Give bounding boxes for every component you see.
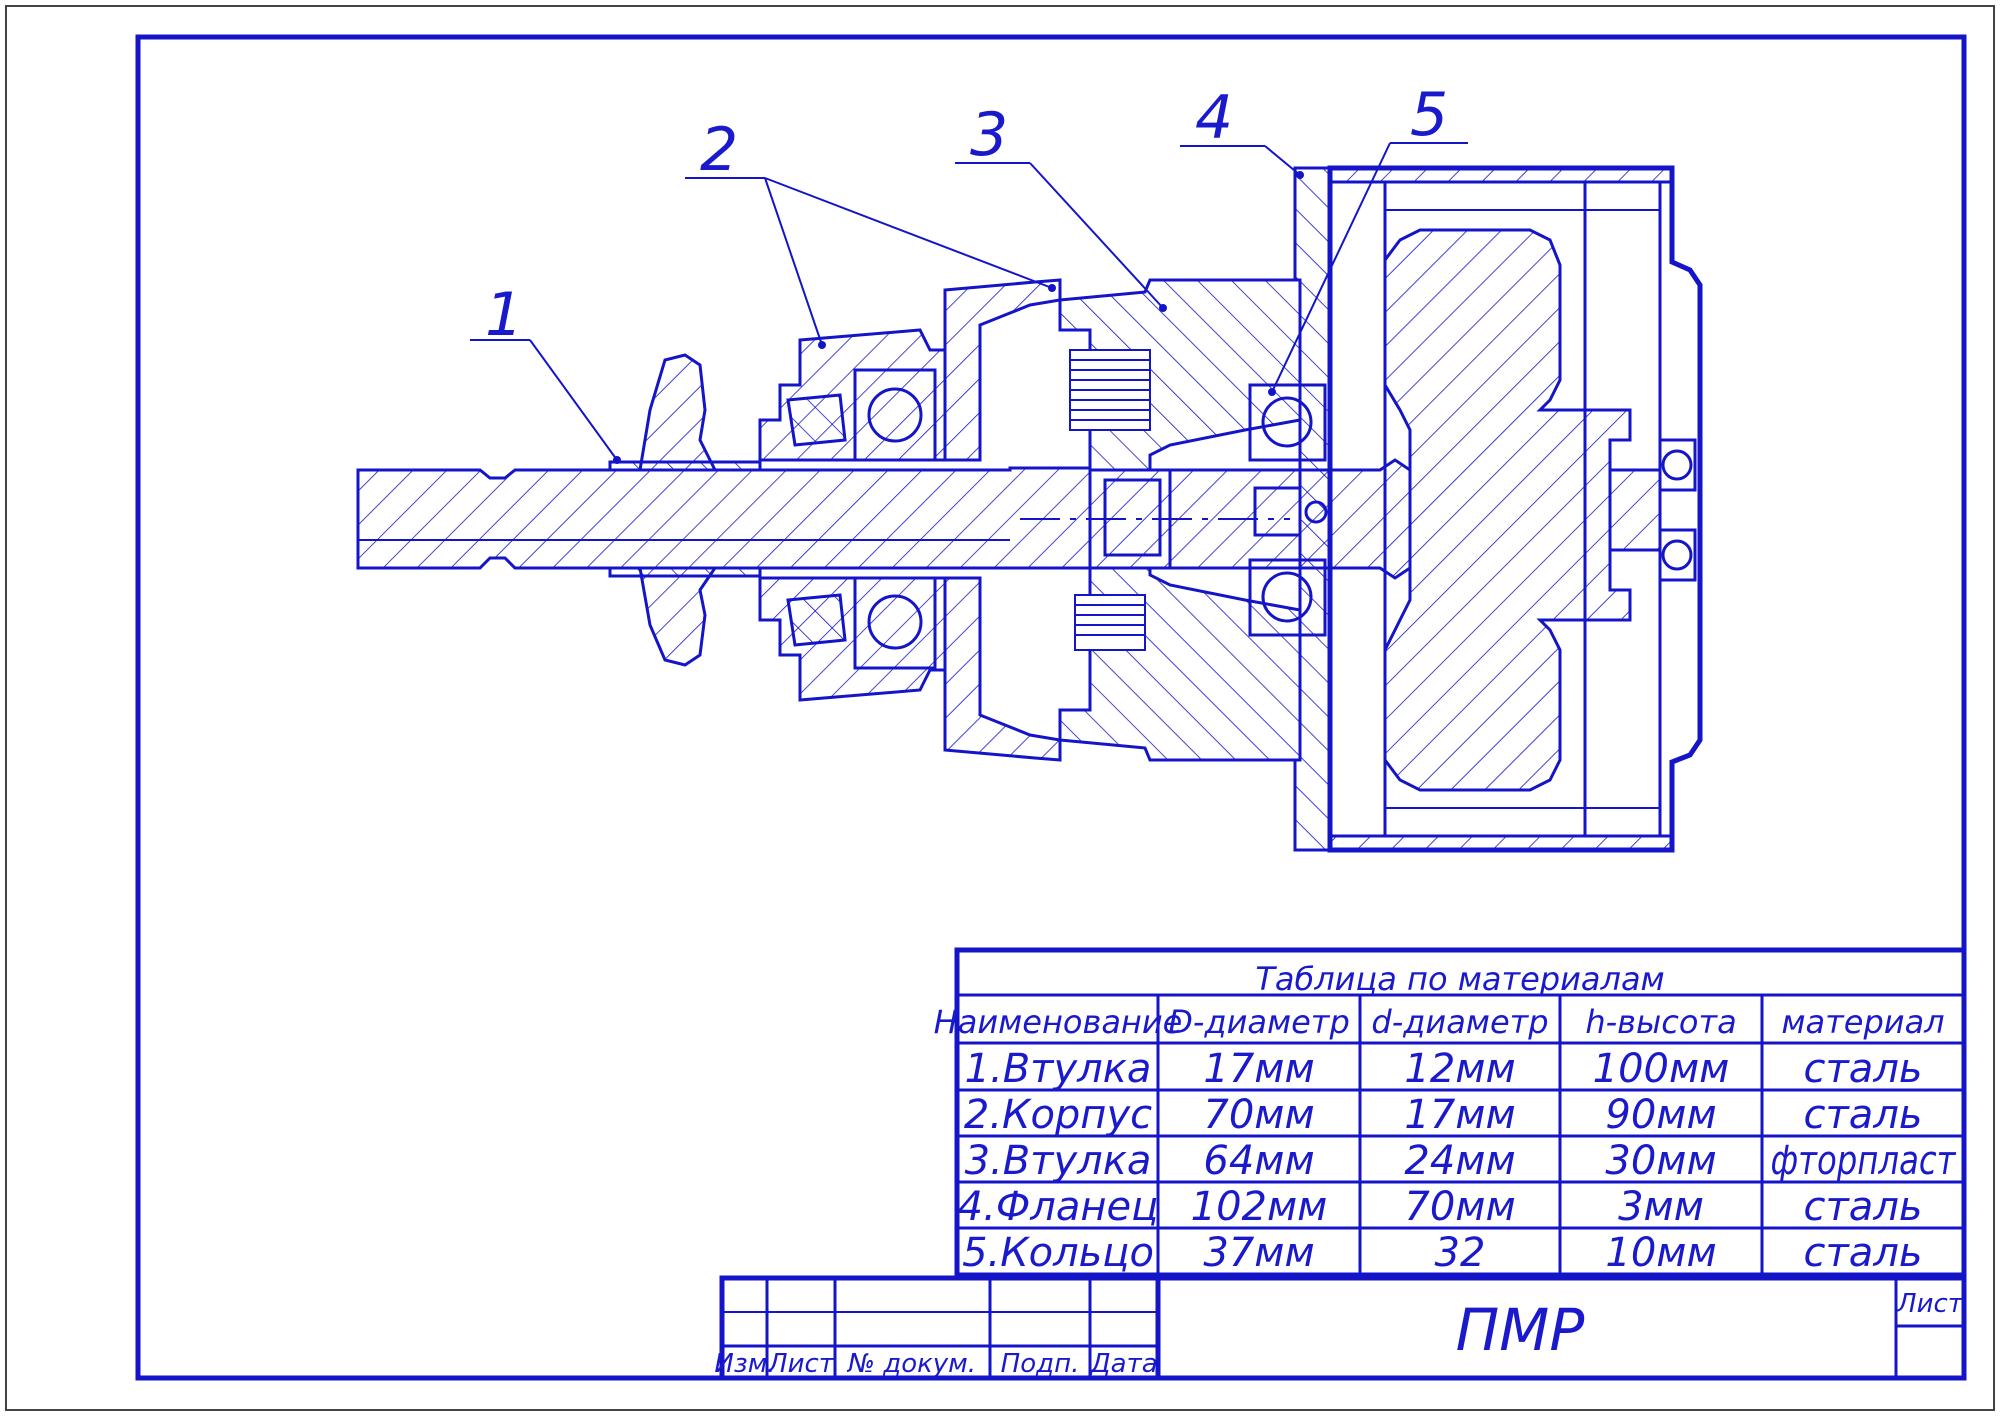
flange-4 [1293, 166, 1332, 852]
table-row-2-material: сталь [1804, 1092, 1923, 1138]
table-row-4-height: 3мм [1618, 1184, 1704, 1230]
part-label-2: 2 [700, 115, 738, 185]
table-header-inner-diameter: d-диаметр [1371, 1003, 1548, 1041]
main-shaft [356, 466, 1092, 570]
table-row-3-outer: 64мм [1203, 1138, 1314, 1184]
table-row-3-material: фторпласт [1771, 1138, 1957, 1184]
housing-2 [758, 328, 947, 462]
table-row-1-material: сталь [1804, 1046, 1923, 1092]
title-block: Изм. Лист № докум. Подп. Дата ПМР Лист [714, 1275, 1967, 1381]
table-header-name: Наименование [934, 1003, 1183, 1041]
table-row-2-outer: 70мм [1203, 1092, 1314, 1138]
title-col-doc-number: № докум. [846, 1349, 976, 1379]
table-row-2-name: 2.Корпус [964, 1092, 1152, 1138]
table-row-5-inner: 32 [1435, 1230, 1486, 1276]
table-row-4-name: 4.Фланец [958, 1184, 1159, 1230]
table-row-4-outer: 102мм [1191, 1184, 1328, 1230]
sheet-label: Лист [1896, 1289, 1964, 1319]
table-row-2-inner: 17мм [1404, 1092, 1515, 1138]
table-row-5-material: сталь [1804, 1230, 1923, 1276]
rotor [1383, 228, 1632, 792]
table-row-4-inner: 70мм [1404, 1184, 1515, 1230]
outer-frame [5, 5, 1995, 1411]
table-row-4-material: сталь [1804, 1184, 1923, 1230]
materials-table-title: Таблица по материалам [1255, 960, 1664, 998]
table-row-3-inner: 24мм [1404, 1138, 1515, 1184]
table-row-5-height: 10мм [1605, 1230, 1716, 1276]
part-leaders [470, 142, 1468, 461]
title-col-sheet: Лист [767, 1349, 835, 1379]
title-col-signature: Подп. [1001, 1349, 1080, 1379]
part-label-1: 1 [485, 280, 523, 350]
materials-table: Таблица по материалам Наименование D-диа… [934, 947, 1967, 1278]
table-row-3-height: 30мм [1605, 1138, 1716, 1184]
table-row-1-inner: 12мм [1404, 1046, 1515, 1092]
drawing-designation: ПМР [1456, 1296, 1585, 1364]
title-col-date: Дата [1089, 1349, 1157, 1379]
table-row-1-name: 1.Втулка [965, 1046, 1152, 1092]
leader-dots [613, 171, 1304, 464]
table-row-3-name: 3.Втулка [965, 1138, 1152, 1184]
bushing-1 [608, 460, 762, 472]
table-header-height: h-высота [1585, 1003, 1736, 1041]
part-label-5: 5 [1410, 80, 1448, 150]
table-header-outer-diameter: D-диаметр [1168, 1003, 1350, 1041]
part-label-4: 4 [1195, 83, 1233, 153]
title-col-change: Изм. [714, 1349, 775, 1379]
table-row-5-outer: 37мм [1203, 1230, 1314, 1276]
sprocket [638, 353, 718, 472]
table-header-material: материал [1781, 1003, 1944, 1041]
table-row-1-height: 100мм [1593, 1046, 1730, 1092]
table-row-1-outer: 17мм [1203, 1046, 1314, 1092]
table-row-2-height: 90мм [1605, 1092, 1716, 1138]
gearbox-housing [943, 278, 1062, 462]
table-row-5-name: 5.Кольцо [962, 1230, 1154, 1276]
assembly-section [356, 165, 1703, 853]
part-label-3: 3 [970, 100, 1008, 170]
